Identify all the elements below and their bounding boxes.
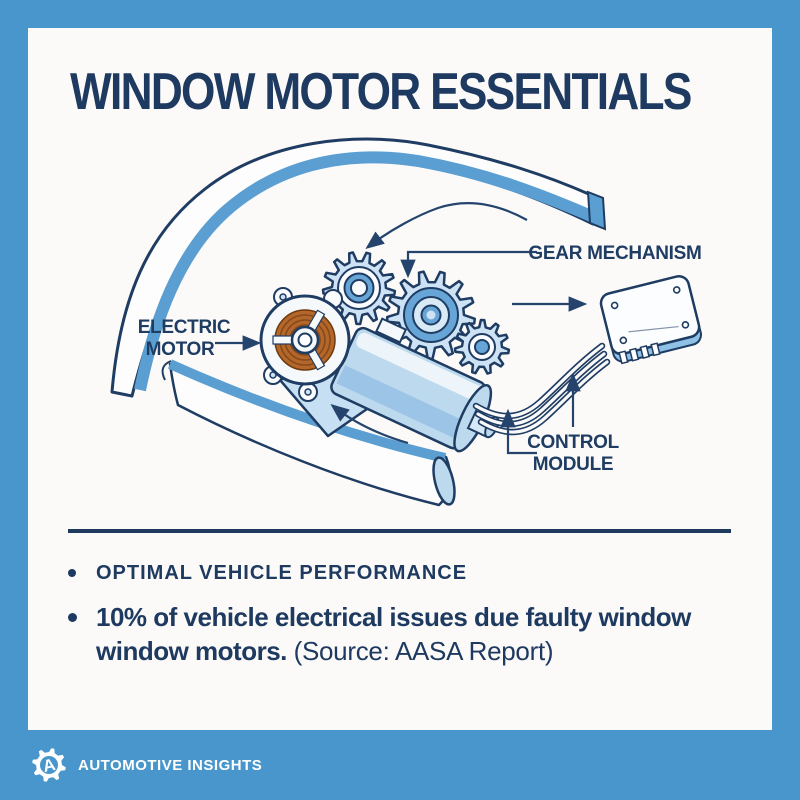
gear-small-right (453, 318, 511, 375)
control-module (599, 275, 703, 365)
label-electric-motor-line1: ELECTRIC (138, 317, 231, 338)
brand-gear-logo: A (32, 748, 66, 782)
label-control-module-line2: MODULE (533, 454, 614, 475)
fact-statistic: 10% of vehicle electrical issues due fau… (96, 601, 691, 669)
list-item: 10% of vehicle electrical issues due fau… (68, 601, 740, 669)
bullet-icon (68, 569, 76, 577)
window-frame (110, 137, 607, 507)
page-title: WINDOW MOTOR ESSENTIALS (70, 63, 692, 121)
list-item: OPTIMAL VEHICLE PERFORMANCE (68, 562, 740, 585)
fact-statistic-line1: 10% of vehicle electrical issues due fau… (96, 602, 691, 632)
electric-motor (259, 287, 500, 453)
gear-small-top (321, 251, 397, 326)
arrow-to-motor-bottom (330, 403, 409, 445)
label-control-module-line1: CONTROL (527, 432, 620, 453)
key-facts-list: OPTIMAL VEHICLE PERFORMANCE 10% of vehic… (68, 562, 740, 669)
diagram-labels: ELECTRIC MOTOR GEAR MECHANISM CONTROL MO… (138, 243, 702, 475)
section-divider (68, 529, 731, 533)
callout-arrows (215, 202, 588, 455)
arrow-to-middle-gear (400, 250, 537, 279)
info-card: WINDOW MOTOR ESSENTIALS (28, 28, 772, 730)
window-motor-diagram: ELECTRIC MOTOR GEAR MECHANISM CONTROL MO… (110, 137, 703, 507)
gear-large-middle (385, 270, 477, 361)
wires (472, 342, 611, 436)
arrow-to-top-gear (365, 202, 528, 250)
bullet-icon (68, 613, 77, 622)
fact-source: (Source: AASA Report) (293, 635, 554, 666)
label-gear-mechanism: GEAR MECHANISM (528, 243, 701, 264)
brand-name: AUTOMOTIVE INSIGHTS (78, 756, 263, 774)
fact-optimal-performance: OPTIMAL VEHICLE PERFORMANCE (96, 562, 468, 584)
arrow-module-to-wire-2 (500, 408, 537, 455)
brand-logo-letter: A (41, 755, 57, 776)
fact-statistic-line2: window motors. (96, 635, 287, 666)
motor-coil (272, 309, 336, 371)
label-electric-motor-line2: MOTOR (146, 339, 215, 360)
footer-bar: A AUTOMOTIVE INSIGHTS (0, 730, 800, 800)
